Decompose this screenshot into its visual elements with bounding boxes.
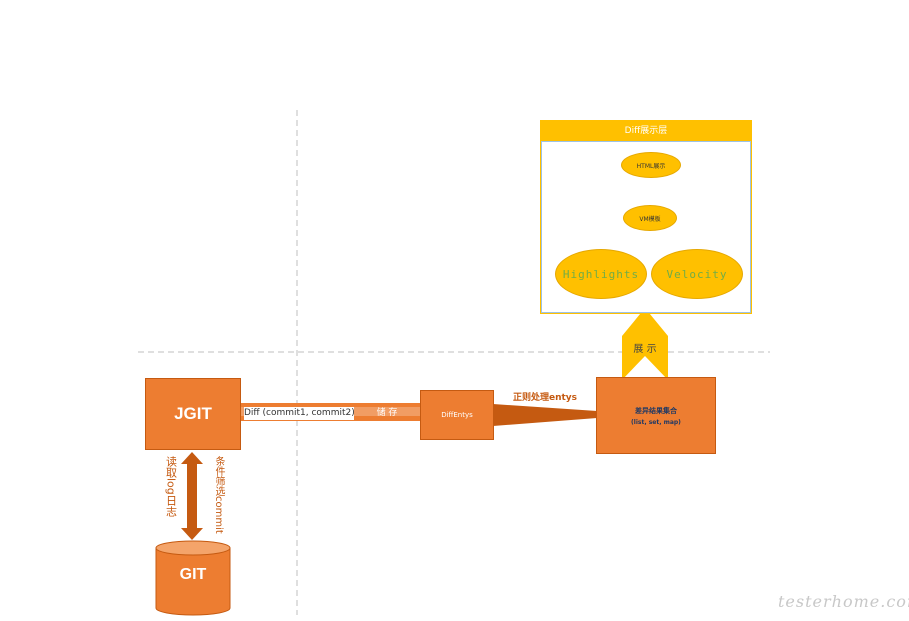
result-set-subtitle: (list, set, map) <box>631 418 681 426</box>
jgit-box: JGIT <box>145 378 241 450</box>
regex-process-label: 正则处理entys <box>512 393 578 403</box>
diff-layer-inner <box>541 141 751 313</box>
velocity-label: Velocity <box>666 267 728 281</box>
git-cylinder: GIT <box>155 540 231 616</box>
diffentys-box: DiffEntys <box>420 390 494 440</box>
display-chevron-arrow <box>622 308 668 380</box>
diff-display-layer: Diff展示层 HTML展示 VM模板 Highlights Velocity <box>540 120 752 314</box>
git-label: GIT <box>179 566 207 583</box>
vm-template-label: VM模板 <box>639 215 661 223</box>
read-log-label-wrap: 读取log日志 <box>163 456 179 536</box>
velocity-node: Velocity <box>651 249 743 299</box>
diffentys-to-result-connector <box>493 404 597 426</box>
result-set-box: 差异结果集合 (list, set, map) <box>596 377 716 454</box>
vm-template-node: VM模板 <box>623 205 677 231</box>
diffentys-label: DiffEntys <box>441 411 473 419</box>
html-display-label: HTML展示 <box>636 162 666 170</box>
display-label: 展 示 <box>633 344 657 355</box>
diff-layer-title: Diff展示层 <box>541 121 751 141</box>
diff-commit-label: Diff (commit1, commit2) <box>244 407 355 420</box>
jgit-label: JGIT <box>174 404 212 423</box>
result-set-title: 差异结果集合 <box>635 406 677 415</box>
highlights-label: Highlights <box>562 267 640 281</box>
read-log-label: 读取log日志 <box>164 456 178 517</box>
filter-commit-label: 条件筛选commit <box>213 456 224 534</box>
jgit-git-double-arrow <box>181 452 203 540</box>
html-display-node: HTML展示 <box>621 152 681 178</box>
filter-commit-label-wrap: 条件筛选commit <box>207 456 229 536</box>
regex-label-bg <box>507 392 583 405</box>
watermark: testerhome.com <box>778 592 909 611</box>
store-label: 储 存 <box>376 408 398 418</box>
highlights-node: Highlights <box>555 249 647 299</box>
git-cylinder-shape <box>155 540 231 616</box>
